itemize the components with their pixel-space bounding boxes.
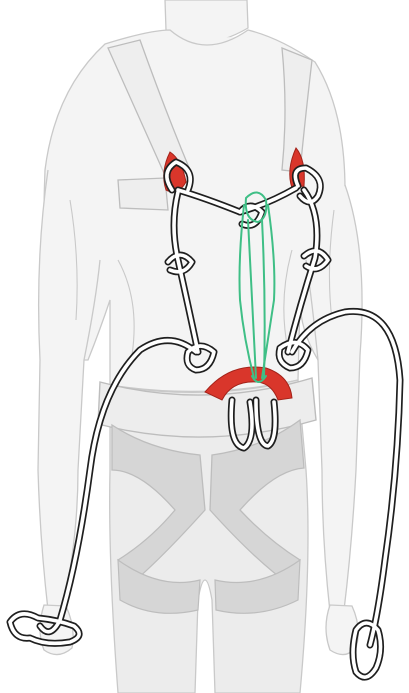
left-side-strap: [118, 178, 168, 210]
